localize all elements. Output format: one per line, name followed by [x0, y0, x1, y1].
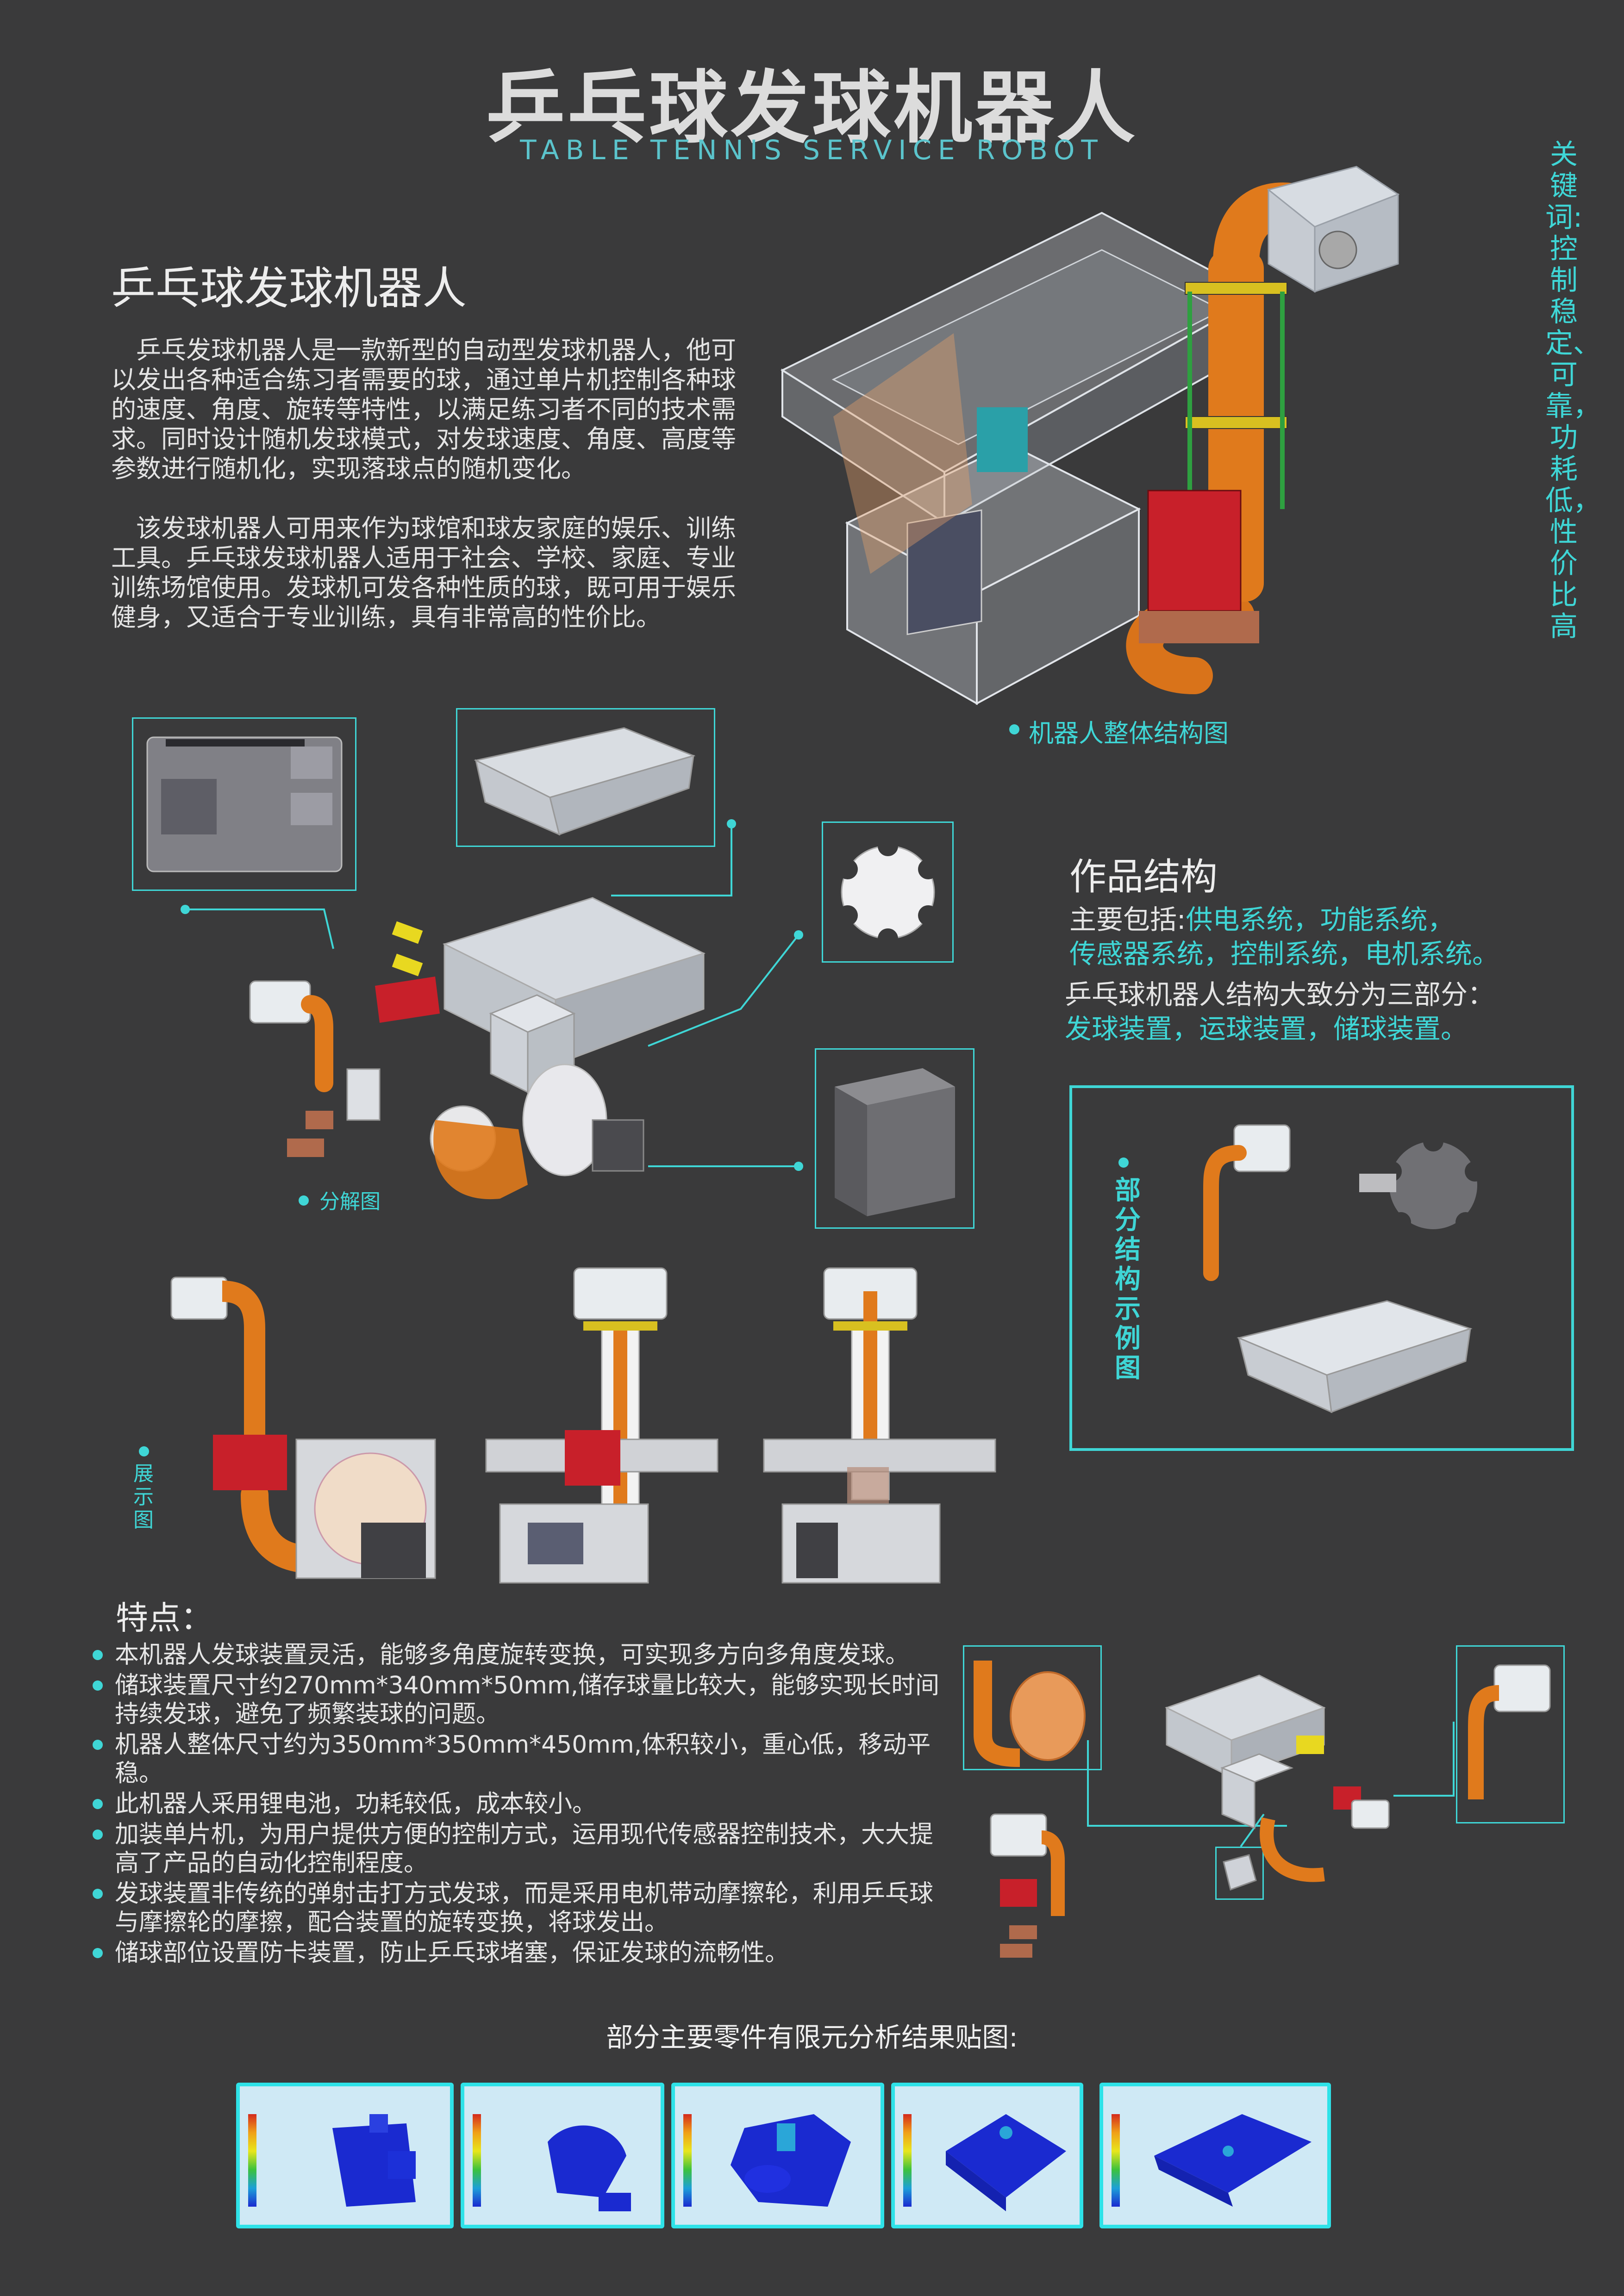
feature-item: 本机器人发球装置灵活，能够多角度旋转变换，可实现多方向多角度发球。: [93, 1641, 940, 1669]
intro-para-1: 乒乓发球机器人是一款新型的自动型发球机器人，他可以发出各种适合练习者需要的球，通…: [111, 336, 736, 483]
fea-result-3: [671, 2083, 884, 2228]
fea-result-4: [891, 2083, 1083, 2228]
feature-item: 加装单片机，为用户提供方便的控制方式，运用现代传感器控制技术，大大提高了产品的自…: [93, 1820, 940, 1878]
battery-frame: [815, 1048, 974, 1229]
features-list: 本机器人发球装置灵活，能够多角度旋转变换，可实现多方向多角度发球。 储球装置尺寸…: [93, 1641, 940, 1969]
starwheel-frame: [822, 821, 954, 963]
keywords-vertical: 关键词:控制稳定、可靠，功耗低，性价比高: [1545, 138, 1601, 643]
small-part-frame: [1215, 1847, 1264, 1900]
overall-structure-render: [780, 166, 1400, 705]
feature-item: 储球部位设置防卡装置，防止乒乓球堵塞，保证发球的流畅性。: [93, 1939, 940, 1967]
fea-color-legend: [473, 2114, 481, 2207]
fea-color-legend: [1112, 2114, 1120, 2207]
page-subtitle: TABLE TENNIS SERVICE ROBOT: [520, 134, 1104, 166]
structure-line-1-value: 供电系统，功能系统，: [1186, 904, 1455, 935]
feature-item: 机器人整体尺寸约为350mm*350mm*450mm,体积较小，重心低，移动平稳…: [93, 1730, 940, 1788]
display-caption-dot: [139, 1446, 149, 1456]
display-views-render: [170, 1267, 996, 1584]
intro-para-2: 该发球机器人可用来作为球馆和球友家庭的娱乐、训练工具。乒乓球发球机器人适用于社会…: [111, 514, 736, 632]
fea-title: 部分主要零件有限元分析结果贴图:: [606, 2022, 1018, 2053]
display-caption: 展示图: [133, 1462, 154, 1532]
feature-item: 此机器人采用锂电池，功耗较低，成本较小。: [93, 1790, 940, 1818]
serve-tube-frame: [963, 1645, 1102, 1770]
intro-heading: 乒乓球发球机器人: [111, 262, 467, 314]
partial-structure-frame: 部分结构示例图: [1069, 1085, 1574, 1451]
fea-color-legend: [248, 2114, 256, 2207]
fea-result-5: [1099, 2083, 1331, 2228]
structure-line-3: 乒乓球机器人结构大致分为三部分：: [1065, 979, 1495, 1010]
structure-line-1: 主要包括:供电系统，功能系统，: [1069, 902, 1455, 937]
structure-line-4: 发球装置，运球装置，储球装置。: [1065, 1013, 1468, 1045]
exploded-assembly-render: [249, 897, 706, 1200]
serve-head-frame: [1456, 1645, 1565, 1823]
structure-line-2: 传感器系统，控制系统，电机系统。: [1069, 938, 1499, 970]
structure-heading: 作品结构: [1069, 855, 1218, 898]
fea-gallery: [0, 2083, 1624, 2228]
feature-item: 发球装置非传统的弹射击打方式发球，而是采用电机带动摩擦轮，利用乒乓球与摩擦轮的摩…: [93, 1879, 940, 1937]
fea-result-1: [236, 2083, 454, 2228]
exploded-caption: 分解图: [319, 1190, 381, 1213]
partial-structure-render: [1203, 1124, 1485, 1413]
overall-caption-dot: [1009, 724, 1019, 734]
hopper-frame: [456, 708, 715, 847]
pcb-frame: [132, 717, 356, 891]
fea-result-2: [461, 2083, 664, 2228]
feature-item: 储球装置尺寸约270mm*340mm*50mm,储存球量比较大，能够实现长时间持…: [93, 1671, 940, 1729]
partial-caption-dot: [1118, 1157, 1129, 1168]
fea-color-legend: [903, 2114, 912, 2207]
fea-color-legend: [683, 2114, 692, 2207]
structure-line-1-prefix: 主要包括:: [1069, 904, 1186, 935]
features-heading: 特点：: [116, 1599, 213, 1637]
features-assembly-render: [990, 1674, 1390, 1958]
partial-caption: 部分结构示例图: [1115, 1176, 1141, 1383]
exploded-caption-dot: [299, 1195, 309, 1206]
overall-caption: 机器人整体结构图: [1029, 719, 1229, 748]
page-title: 乒乓球发球机器人: [486, 62, 1138, 154]
